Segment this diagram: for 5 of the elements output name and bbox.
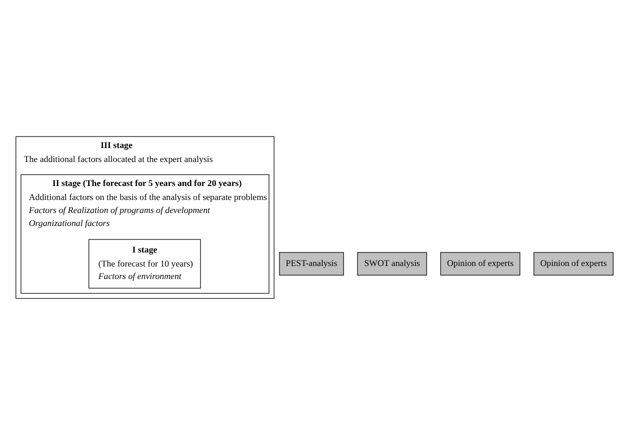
node-box: Opinion of experts — [534, 252, 614, 276]
node-box: Opinion of experts — [440, 252, 520, 276]
node-box: PEST-analysis — [279, 252, 344, 276]
node-box: SWOT analysis — [357, 252, 427, 276]
node-box: I stage (The forecast for 10 years) Factors of environment — [88, 239, 201, 289]
